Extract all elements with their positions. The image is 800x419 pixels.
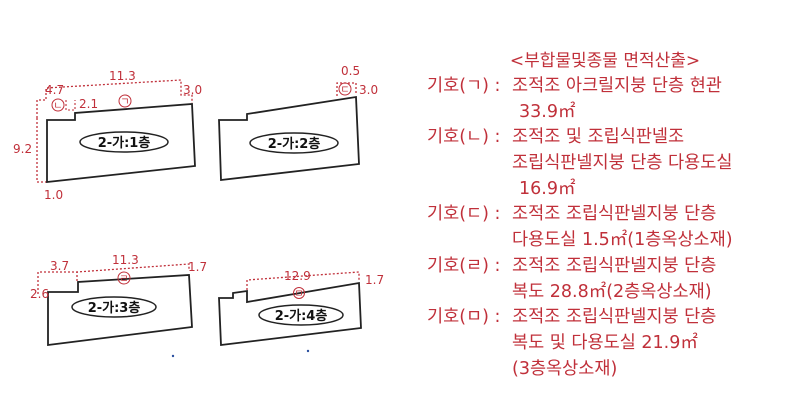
floor-label-oval-3: [71, 296, 157, 318]
legend-line: 조적조 조립식판넬지붕 단층: [512, 256, 717, 276]
floor-label-4: 2-가:4층: [275, 308, 328, 324]
stray-dot-1: [171, 354, 175, 358]
floor-label-2: 2-가:2층: [268, 136, 321, 152]
dim-12-9: 12.9: [284, 269, 311, 283]
legend-line: 복도 및 다용도실 21.9㎡: [512, 333, 698, 353]
floor-label-oval-2: [249, 132, 339, 154]
annex-outline-2: [336, 82, 357, 96]
floor-plan-4: 2-가:4층 ㅁ 12.9 1.7: [218, 269, 384, 347]
floor-plan-1: 2-가:1층 ㄴ ㄱ 4.7 11.3 3.0 2.1 9.2 1.0: [13, 69, 202, 202]
dim-11-3-b: 11.3: [112, 253, 139, 267]
dim-1-7-b: 1.7: [365, 273, 384, 287]
marker-digeut: ㄷ: [340, 85, 349, 96]
legend-line: 16.9㎡: [519, 179, 576, 199]
stray-dot-2: [306, 349, 310, 353]
dim-2-1: 2.1: [79, 97, 98, 111]
dim-3-0-b: 3.0: [359, 83, 378, 97]
marker-circle-nieun: [51, 98, 65, 112]
building-outline-4: [218, 281, 362, 347]
legend-label: 기호(ㄷ) :: [427, 204, 501, 224]
annex-inner-1: [65, 100, 76, 111]
legend-line: 조적조 조립식판넬지붕 단층: [512, 307, 717, 327]
legend-line: 조적조 조립식판넬지붕 단층: [512, 204, 717, 224]
legend-line: 복도 28.8㎡(2층옥상소재): [512, 282, 712, 302]
marker-nieun: ㄴ: [53, 101, 62, 112]
annex-outline-1b: [36, 118, 47, 183]
legend-line: 조적조 및 조립식판넬조: [512, 127, 685, 147]
legend-line: 조립식판넬지붕 단층 다용도실: [512, 153, 733, 173]
dim-3-0-a: 3.0: [183, 83, 202, 97]
marker-circle-digeut: [338, 82, 352, 96]
dim-11-3-a: 11.3: [109, 69, 136, 83]
legend-line: 다용도실 1.5㎡(1층옥상소재): [512, 230, 733, 250]
legend-line: 조적조 아크릴지붕 단층 현관: [512, 76, 722, 96]
marker-rieul: ㄹ: [119, 274, 128, 285]
dim-0-5: 0.5: [341, 64, 360, 78]
floor-label-oval-1: [79, 131, 169, 153]
marker-mieum: ㅁ: [294, 289, 303, 300]
legend-title: <부합물및종물 면적산출>: [509, 51, 701, 71]
marker-circle-giyeok: [118, 94, 132, 108]
annex-outline-3: [37, 263, 190, 294]
building-outline-3: [47, 274, 193, 347]
floor-label-oval-4: [258, 304, 344, 326]
floor-label-1: 2-가:1층: [98, 135, 151, 151]
legend-label: 기호(ㄴ) :: [427, 127, 501, 147]
dim-1-0: 1.0: [44, 188, 63, 202]
dim-2-6: 2.6: [30, 287, 49, 301]
dim-9-2: 9.2: [13, 142, 32, 156]
marker-giyeok: ㄱ: [120, 97, 129, 108]
floor-plan-2: 2-가:2층 ㄷ 0.5 3.0: [218, 64, 378, 182]
marker-circle-mieum: [293, 287, 305, 299]
dim-4-7: 4.7: [45, 83, 64, 97]
legend-label: 기호(ㅁ) :: [427, 307, 501, 327]
building-outline-1: [46, 103, 196, 184]
legend-line: (3층옥상소재): [512, 359, 618, 379]
floor-label-3: 2-가:3층: [88, 300, 141, 316]
annex-outline-4: [246, 271, 360, 290]
legend-label: 기호(ㄹ) :: [427, 256, 501, 276]
floor-plan-3: 2-가:3층 ㄹ 3.7 11.3 1.7 2.6: [30, 253, 207, 347]
marker-circle-rieul: [117, 271, 131, 285]
dim-3-7: 3.7: [50, 259, 69, 273]
building-outline-2: [218, 95, 360, 182]
legend-line: 33.9㎡: [519, 102, 576, 122]
legend-label: 기호(ㄱ) :: [427, 76, 501, 96]
dim-1-7-a: 1.7: [188, 260, 207, 274]
